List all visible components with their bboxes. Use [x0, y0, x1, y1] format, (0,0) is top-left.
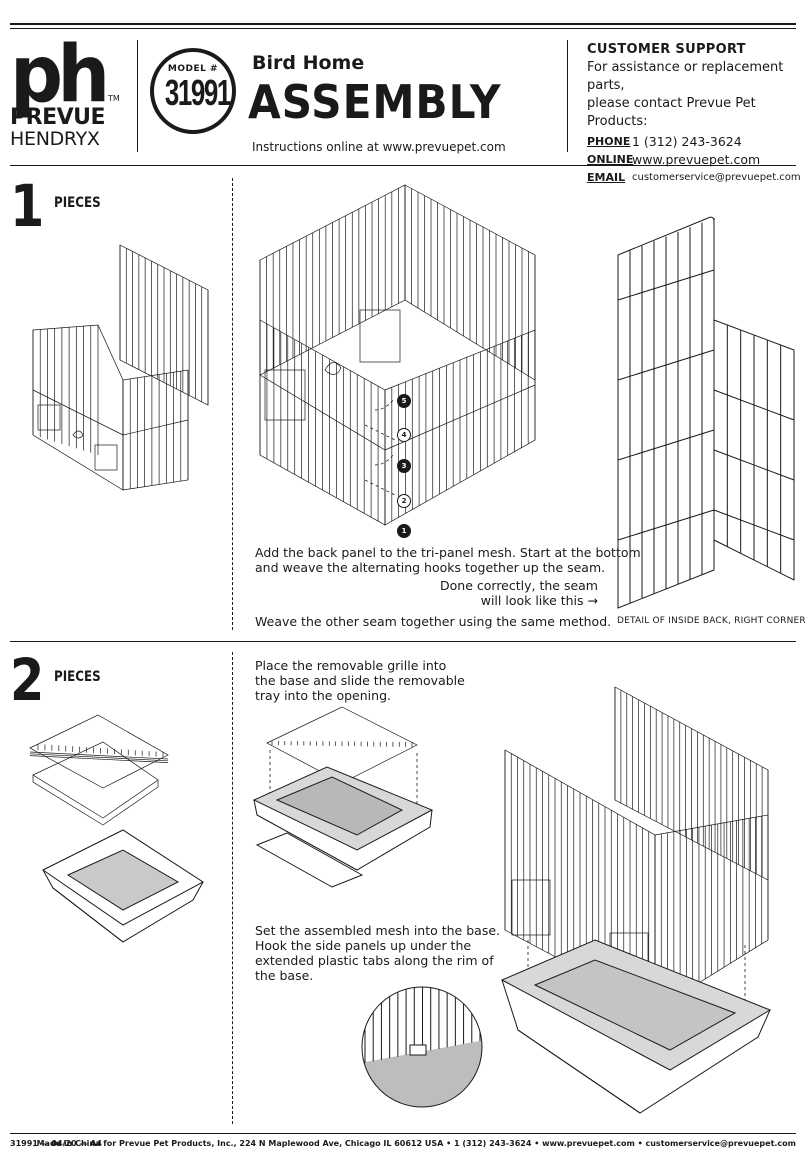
callout-1: 1	[397, 524, 411, 538]
mesh-rib	[713, 389, 795, 421]
step-divider	[10, 641, 796, 642]
step2-text2-line2: Hook the side panels up under the	[255, 938, 472, 953]
model-badge: MODEL # 31991	[150, 48, 236, 134]
online-label: ONLINE	[587, 153, 634, 166]
step2-heading: PIECES	[54, 669, 101, 685]
step1-heading: PIECES	[54, 195, 101, 211]
step2-divider	[232, 652, 233, 1124]
step2-text1-line1: Place the removable grille into	[255, 658, 447, 673]
mesh-rib	[713, 509, 795, 541]
support-heading: CUSTOMER SUPPORT	[587, 42, 746, 57]
instructions-link[interactable]: Instructions online at www.prevuepet.com	[252, 140, 506, 154]
step2-text1-line2: the base and slide the removable	[255, 673, 465, 688]
callout-5: 5	[397, 394, 411, 408]
mesh-rib	[29, 755, 169, 763]
header-divider-2	[567, 40, 568, 152]
support-phone-row: PHONE 1 (312) 243-3624	[587, 133, 802, 151]
support-line1: For assistance or replacement parts,	[587, 60, 784, 93]
step2-text2-line1: Set the assembled mesh into the base.	[255, 923, 500, 938]
step2-assembled-cage-illustration	[500, 686, 772, 1114]
step1-weaving-illustration	[259, 184, 536, 526]
mesh-rib	[29, 751, 169, 760]
mesh-rib	[29, 753, 169, 762]
step1-number: 1	[10, 172, 45, 240]
online-value[interactable]: www.prevuepet.com	[632, 152, 761, 167]
footer-address: Made in China for Prevue Pet Products, I…	[36, 1139, 796, 1148]
step1-pieces-illustration	[32, 244, 209, 491]
prevue-hendryx-logo: ph TM PREVUE HENDRYX	[10, 30, 126, 150]
step1-text1-line2: and weave the alternating hooks together…	[255, 560, 606, 575]
mesh-rib	[617, 429, 715, 461]
top-rule-thin	[10, 28, 796, 29]
model-number: 31991	[164, 72, 231, 113]
step1-text3: Weave the other seam together using the …	[255, 614, 612, 629]
step2-text2-line3: extended plastic tabs along the rim of	[255, 953, 494, 968]
mesh-rib	[617, 349, 715, 381]
logo-ph-letters: ph	[10, 30, 110, 120]
logo-tm: TM	[108, 94, 120, 103]
detail-caption: DETAIL OF INSIDE BACK, RIGHT CORNER	[617, 616, 806, 626]
mesh-rib	[617, 269, 715, 301]
logo-hendryx: HENDRYX	[10, 128, 100, 150]
model-label: MODEL #	[167, 64, 219, 74]
footer-code: 31991 — 04/20 — A4	[10, 1139, 102, 1148]
callout-3: 3	[397, 459, 411, 473]
logo-prevue: PREVUE	[10, 105, 106, 130]
header-bottom-rule	[10, 165, 796, 166]
mesh-rib	[617, 509, 715, 541]
step2-tab-detail-illustration	[361, 986, 483, 1108]
step2-text2-line4: the base.	[255, 968, 314, 983]
page-title: ASSEMBLY	[248, 75, 502, 129]
step2-text1-line3: tray into the opening.	[255, 688, 391, 703]
support-email-row: EMAIL customerservice@prevuepet.com	[587, 169, 802, 187]
support-online-row: ONLINE www.prevuepet.com	[587, 151, 802, 169]
step1-text1-line1: Add the back panel to the tri-panel mesh…	[255, 545, 641, 560]
top-rule	[10, 23, 796, 25]
mesh-rib	[713, 449, 795, 481]
step1-detail-illustration	[617, 216, 795, 609]
product-name: Bird Home	[252, 52, 365, 74]
customer-support: CUSTOMER SUPPORT For assistance or repla…	[587, 41, 802, 187]
step2-base-illustration	[252, 706, 434, 888]
footer-rule	[10, 1133, 796, 1134]
email-label: EMAIL	[587, 171, 626, 184]
phone-value[interactable]: 1 (312) 243-3624	[632, 134, 742, 149]
step2-number: 2	[10, 646, 45, 714]
email-value[interactable]: customerservice@prevuepet.com	[632, 172, 801, 183]
step1-divider	[232, 178, 233, 630]
callout-2: 2	[397, 494, 411, 508]
header-divider-1	[137, 40, 138, 152]
phone-label: PHONE	[587, 135, 631, 148]
step1-text2-line2: will look like this →	[480, 593, 598, 608]
step2-pieces-illustration	[29, 714, 204, 943]
step1-text2-line1: Done correctly, the seam	[440, 578, 598, 593]
support-line2: please contact Prevue Pet Products:	[587, 96, 756, 129]
callout-4: 4	[397, 428, 411, 442]
